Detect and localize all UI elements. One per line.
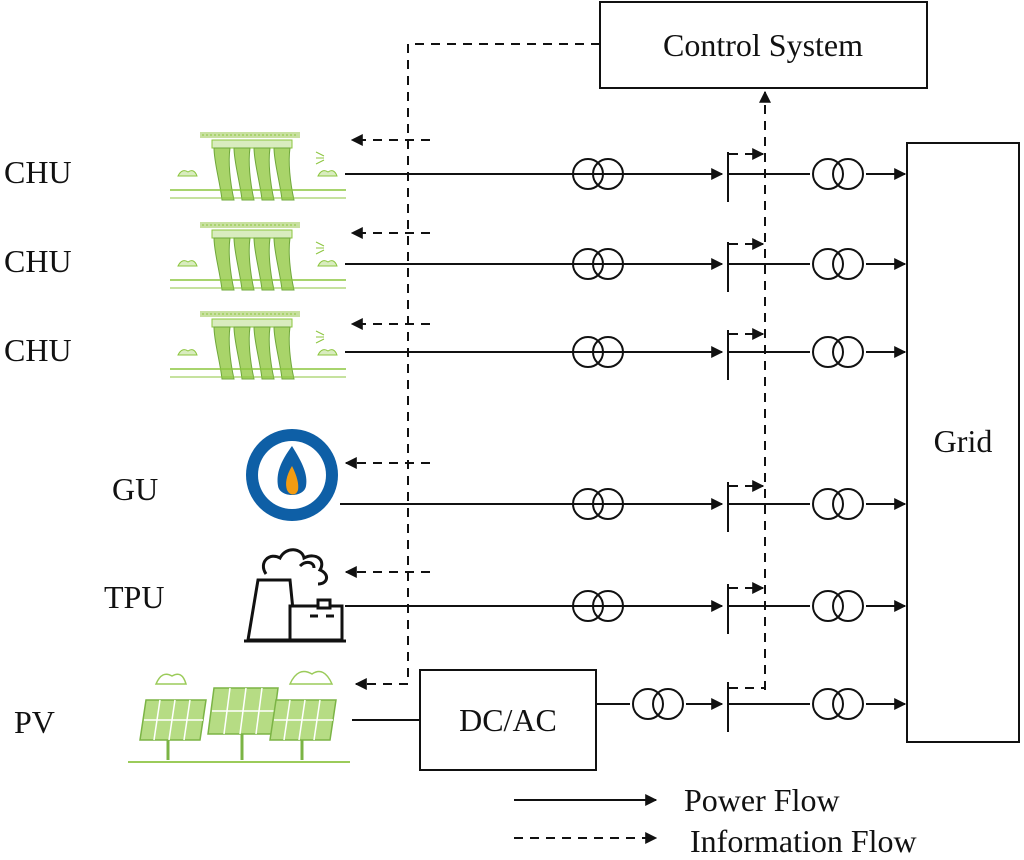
source-label-chu1: CHU bbox=[4, 154, 72, 190]
source-label-pv: PV bbox=[14, 704, 55, 740]
thermal-power-plant-icon bbox=[244, 548, 346, 643]
row-gu bbox=[340, 457, 907, 533]
hydropower-dam-icon bbox=[169, 131, 347, 201]
legend-power-flow-label: Power Flow bbox=[684, 782, 840, 818]
source-label-chu2: CHU bbox=[4, 243, 72, 279]
hydropower-dam-icon bbox=[169, 310, 347, 380]
row-pv bbox=[352, 678, 907, 733]
source-label-gu: GU bbox=[112, 471, 158, 507]
grid-box: Grid bbox=[906, 142, 1020, 743]
solar-panel-icon bbox=[128, 670, 350, 763]
grid-label: Grid bbox=[934, 423, 993, 459]
row-tpu bbox=[344, 566, 907, 635]
control-system-box: Control System bbox=[599, 1, 928, 89]
legend-information-flow-label: Information Flow bbox=[690, 823, 917, 859]
control-system-label: Control System bbox=[663, 27, 863, 63]
row-chu2 bbox=[345, 227, 907, 293]
dc-ac-label: DC/AC bbox=[459, 702, 557, 738]
information-bus-left bbox=[407, 43, 600, 684]
hydropower-dam-icon bbox=[169, 221, 347, 291]
gas-flame-icon bbox=[246, 429, 338, 521]
legend: Power Flow Information Flow bbox=[514, 782, 917, 859]
row-chu1 bbox=[345, 134, 907, 203]
source-label-chu3: CHU bbox=[4, 332, 72, 368]
dc-ac-converter: DC/AC bbox=[419, 669, 597, 771]
row-chu3 bbox=[345, 318, 907, 381]
source-label-tpu: TPU bbox=[104, 579, 164, 615]
